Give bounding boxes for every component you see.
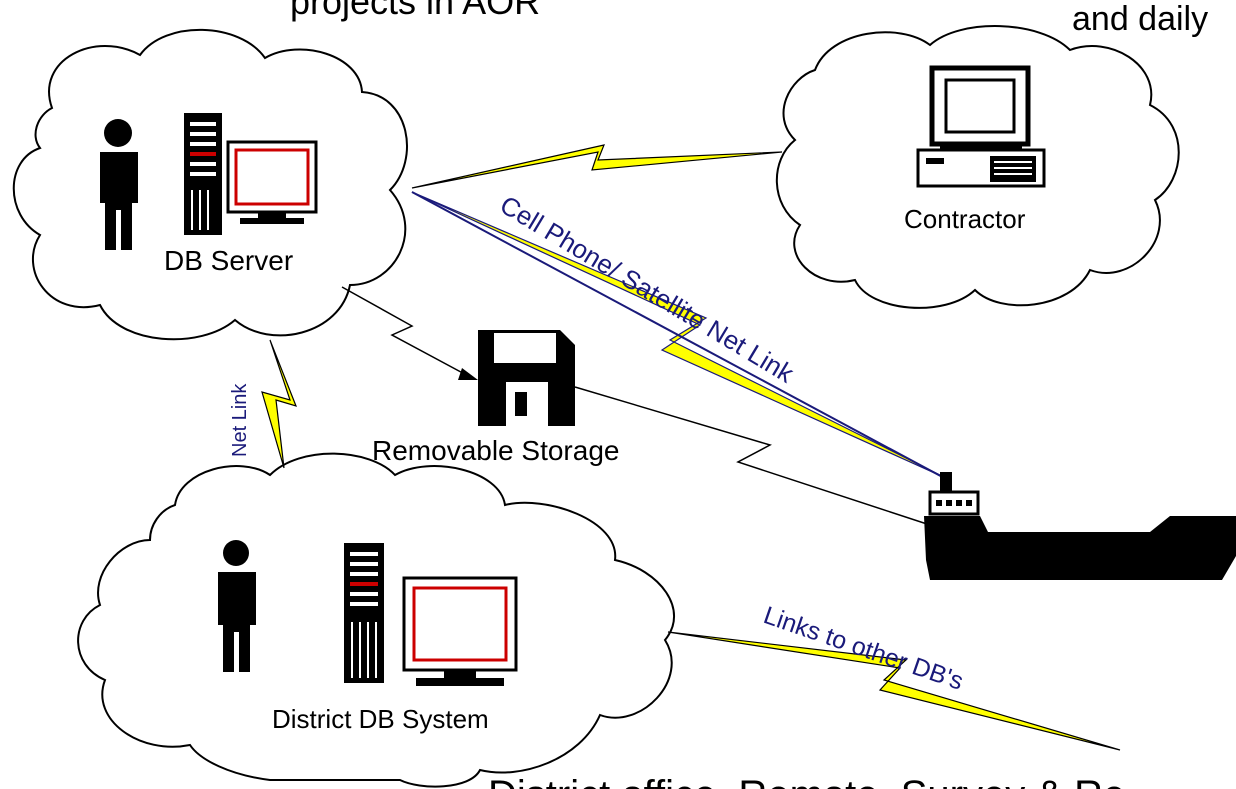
label-db-server: DB Server — [164, 245, 293, 276]
link-storage-ship — [574, 386, 931, 526]
link-cell-satellite-line — [411, 191, 949, 481]
label-contractor: Contractor — [904, 204, 1026, 234]
district-tower-icon — [344, 543, 384, 683]
ship-icon — [924, 472, 1236, 580]
district-person-icon — [218, 540, 256, 672]
db-server-person-icon — [100, 119, 138, 250]
district-monitor-icon — [402, 576, 518, 686]
floppy-disk-icon — [478, 330, 575, 426]
label-net-link: Net Link — [229, 383, 251, 457]
link-server-storage — [341, 286, 473, 379]
link-net-link — [261, 339, 298, 469]
contractor-computer-icon — [916, 65, 1046, 188]
caption-bottom: District office, Remote, Survey & Re — [488, 773, 1125, 789]
db-server-tower-icon — [184, 113, 222, 235]
caption-top-left: projects in AOR — [290, 0, 540, 22]
link-other-dbs — [667, 631, 1121, 751]
link-server-contractor — [411, 144, 783, 189]
label-district-db-system: District DB System — [272, 704, 489, 734]
label-removable-storage: Removable Storage — [372, 435, 619, 466]
db-server-monitor-icon — [226, 140, 318, 224]
arrowhead-storage — [458, 368, 478, 380]
caption-top-right: and daily — [1072, 0, 1208, 38]
